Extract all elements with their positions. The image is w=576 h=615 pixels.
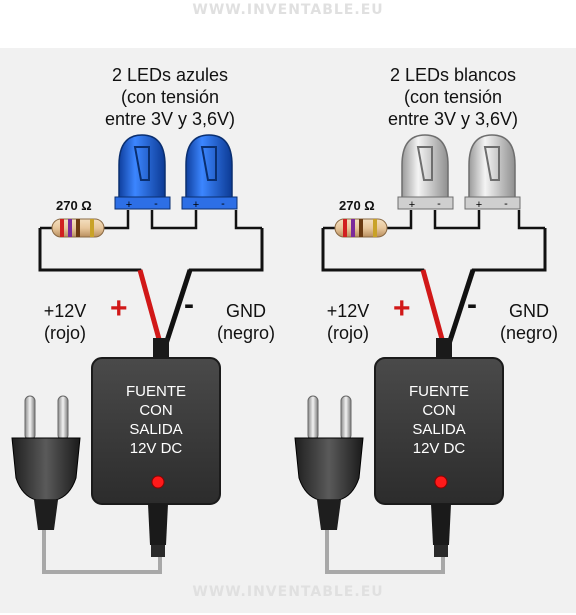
led-plus-label: +	[126, 199, 132, 211]
resistor-value: 270 Ω	[339, 198, 375, 213]
led-white-2-icon: + -	[464, 134, 521, 211]
title-line-1: 2 LEDs azules	[111, 65, 229, 85]
led-minus-label: -	[437, 198, 441, 210]
circuit-1-title: 2 LEDs azules (con tensión entre 3V y 3,…	[70, 64, 270, 130]
psu-line-2: CON	[139, 402, 173, 419]
led-minus-label: -	[221, 198, 225, 210]
circuit-white: + - + -	[294, 134, 545, 572]
plus-sign: +	[393, 292, 411, 325]
circuit-blue: + - + -	[11, 134, 262, 572]
title-line-2: (con tensión	[403, 87, 503, 107]
led-plus-label: +	[193, 199, 199, 211]
negative-name: GND	[509, 301, 549, 321]
negative-name: GND	[226, 301, 266, 321]
negative-label: GND (negro)	[208, 300, 284, 344]
positive-label: +12V (rojo)	[30, 300, 100, 344]
positive-color: (rojo)	[43, 323, 86, 343]
title-line-2: (con tensión	[120, 87, 220, 107]
led-plus-label: +	[409, 199, 415, 211]
psu-line-1: FUENTE	[126, 383, 186, 400]
minus-sign: -	[184, 288, 194, 321]
resistor-value: 270 Ω	[56, 198, 92, 213]
watermark-bottom: WWW.INVENTABLE.EU	[192, 584, 384, 600]
watermark-top: WWW.INVENTABLE.EU	[192, 2, 384, 18]
positive-voltage: +12V	[326, 301, 370, 321]
led-blue-2-icon: + -	[181, 134, 238, 211]
resistor-icon	[334, 218, 388, 238]
title-line-3: entre 3V y 3,6V)	[104, 109, 236, 129]
circuit-2-title: 2 LEDs blancos (con tensión entre 3V y 3…	[353, 64, 553, 130]
resistor-icon	[51, 218, 105, 238]
power-supply-icon	[91, 338, 221, 557]
negative-color: (negro)	[499, 323, 559, 343]
negative-color: (negro)	[216, 323, 276, 343]
positive-voltage: +12V	[43, 301, 87, 321]
mains-plug-icon	[11, 395, 81, 530]
title-line-1: 2 LEDs blancos	[389, 65, 517, 85]
psu-label: FUENTE CON SALIDA 12V DC	[375, 382, 503, 458]
psu-line-4: 12V DC	[412, 440, 466, 457]
psu-line-3: SALIDA	[412, 421, 466, 438]
led-minus-label: -	[154, 198, 158, 210]
psu-line-3: SALIDA	[129, 421, 183, 438]
psu-label: FUENTE CON SALIDA 12V DC	[92, 382, 220, 458]
led-white-1-icon: + -	[397, 134, 454, 211]
led-plus-label: +	[476, 199, 482, 211]
positive-color: (rojo)	[326, 323, 369, 343]
title-line-3: entre 3V y 3,6V)	[387, 109, 519, 129]
plus-sign: +	[110, 292, 128, 325]
psu-line-2: CON	[422, 402, 456, 419]
psu-line-4: 12V DC	[129, 440, 183, 457]
negative-label: GND (negro)	[491, 300, 567, 344]
psu-line-1: FUENTE	[409, 383, 469, 400]
power-supply-icon	[374, 338, 504, 557]
positive-label: +12V (rojo)	[313, 300, 383, 344]
led-minus-label: -	[504, 198, 508, 210]
minus-sign: -	[467, 288, 477, 321]
led-blue-1-icon: + -	[114, 134, 171, 211]
mains-plug-icon	[294, 395, 364, 530]
